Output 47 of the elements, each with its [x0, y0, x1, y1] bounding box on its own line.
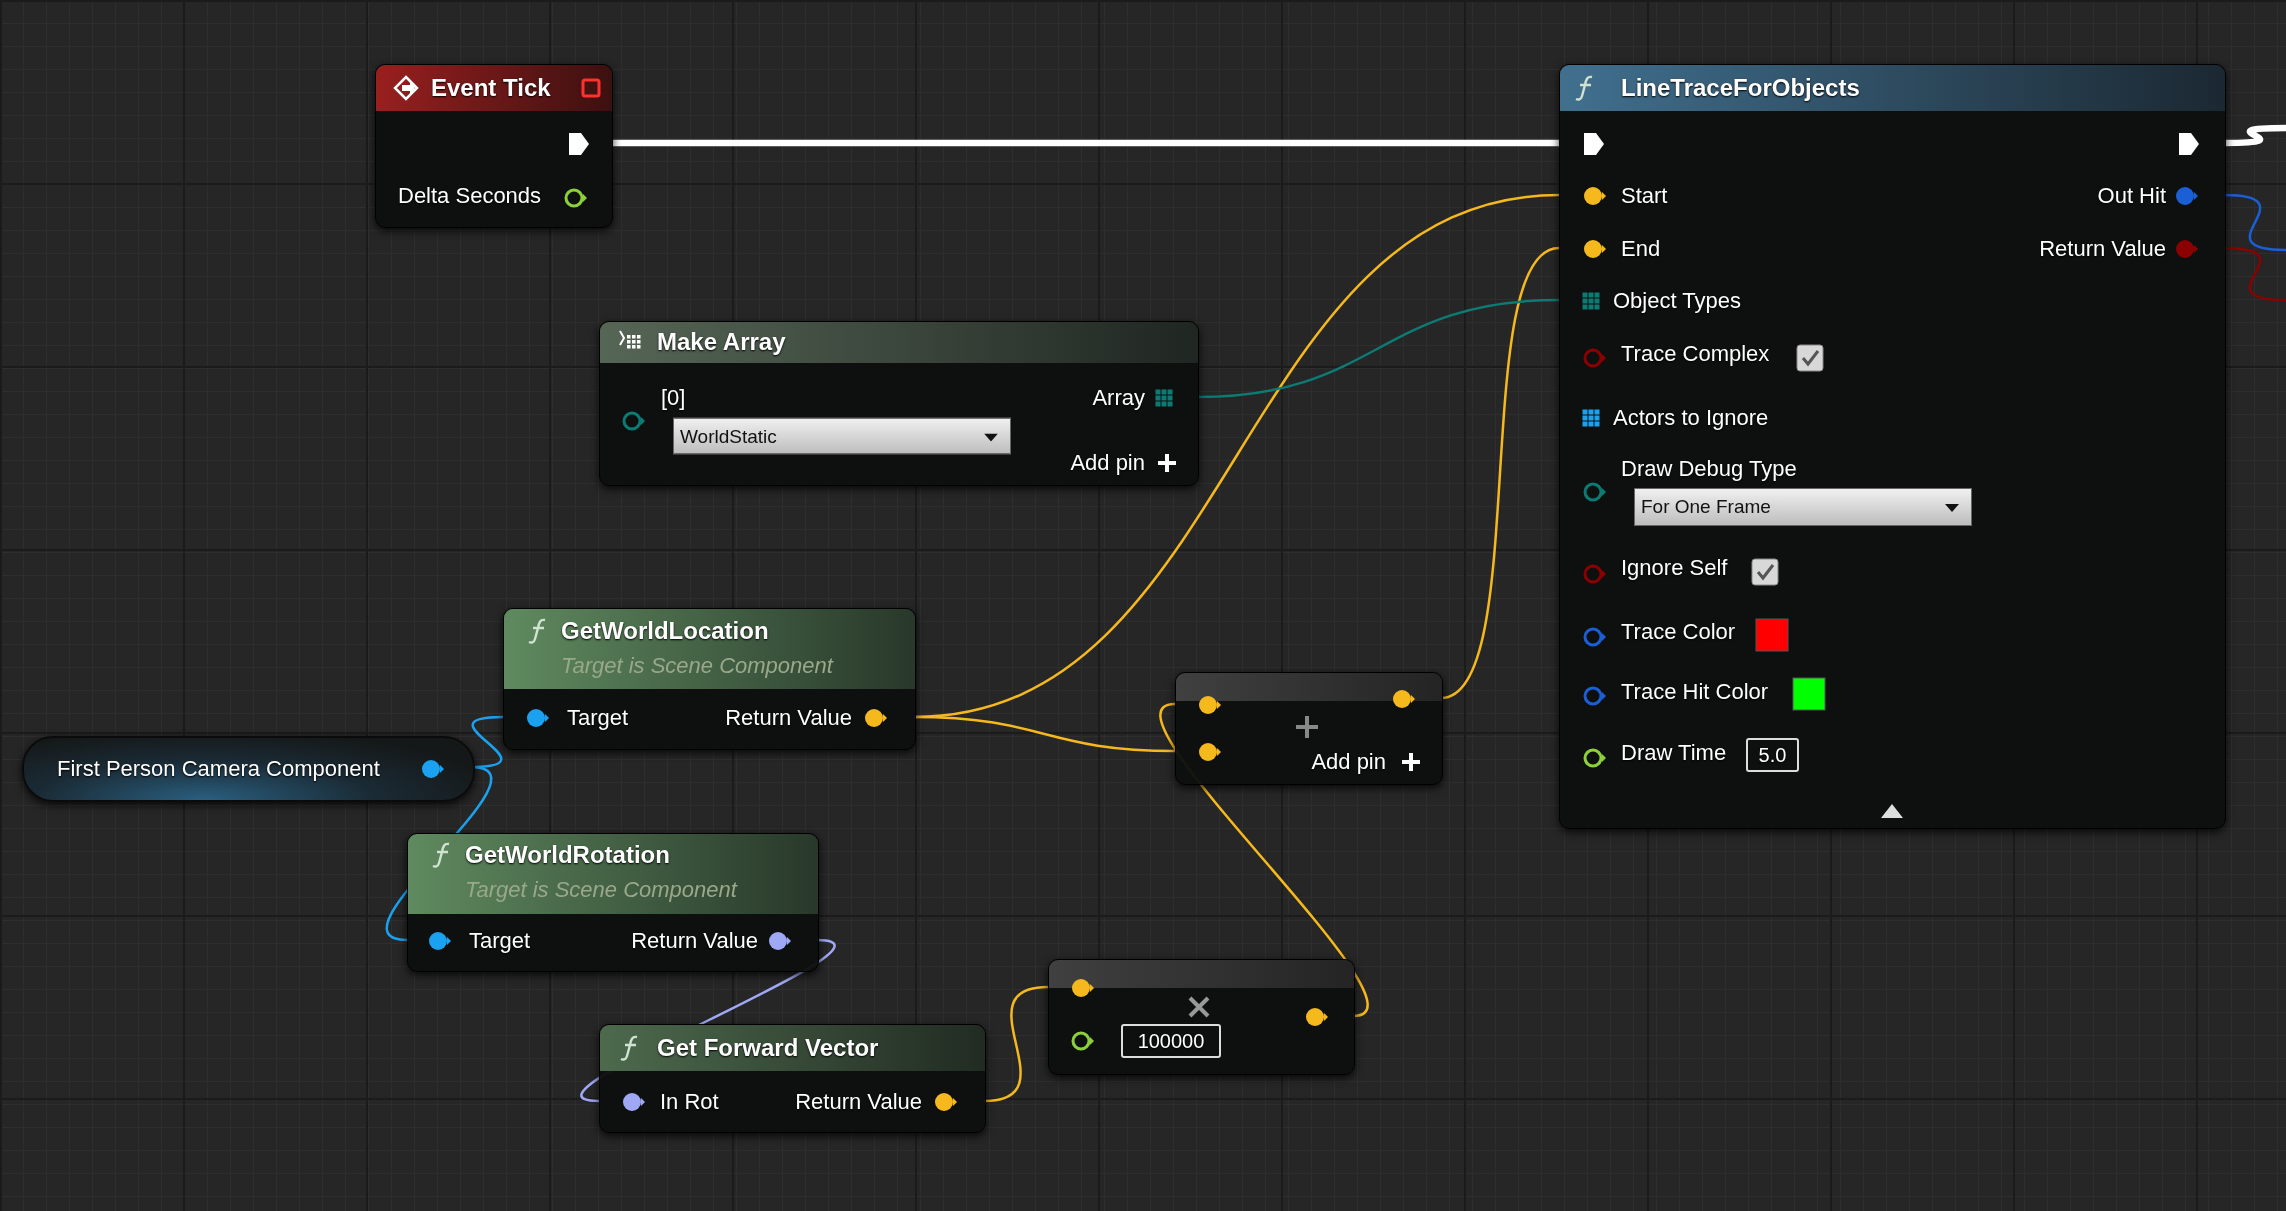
pin-label: [0]	[661, 385, 686, 411]
function-node	[407, 833, 819, 972]
value-field: 100000	[1121, 1024, 1221, 1058]
pin-label: Add pin	[1311, 749, 1386, 775]
pin-label: Trace Color	[1621, 619, 1736, 645]
add-node	[1175, 672, 1443, 785]
variable-node	[22, 736, 475, 802]
node-subtitle: Target is Scene Component	[465, 877, 737, 903]
pin-label: Actors to Ignore	[1613, 405, 1769, 431]
value-field: 5.0	[1746, 738, 1799, 772]
dropdown: WorldStatic	[673, 417, 1011, 455]
pin-label: Add pin	[1070, 450, 1145, 476]
function-node	[1559, 64, 2226, 829]
pin-label: Trace Complex	[1621, 341, 1770, 367]
node-title: Make Array	[657, 329, 786, 355]
function-node	[503, 608, 916, 750]
node-title: GetWorldLocation	[561, 618, 769, 644]
node-title: GetWorldRotation	[465, 842, 670, 868]
pin-label: Delta Seconds	[398, 183, 542, 209]
pin-label: In Rot	[660, 1089, 719, 1115]
pin-label: Target	[469, 928, 531, 954]
pin-label: Ignore Self	[1621, 555, 1728, 581]
make-array-node	[599, 321, 1199, 486]
dropdown: For One Frame	[1634, 488, 1972, 526]
pin-label: Array	[1092, 385, 1145, 411]
function-node	[599, 1024, 986, 1133]
node-subtitle: Target is Scene Component	[561, 653, 833, 679]
multiply-node	[1048, 959, 1355, 1075]
pin-label: End	[1621, 236, 1661, 262]
event-node	[375, 64, 613, 228]
pin-label: Object Types	[1613, 288, 1741, 314]
pin-label: Return Value	[631, 928, 758, 954]
pin-label: First Person Camera Component	[57, 756, 380, 782]
pin-label: Return Value	[2039, 236, 2166, 262]
node-title: Event Tick	[431, 75, 551, 101]
pin-label: Return Value	[725, 705, 852, 731]
pin-label: Start	[1621, 183, 1668, 209]
pin-label: Draw Time	[1621, 740, 1727, 766]
pin-label: Draw Debug Type	[1621, 456, 1797, 482]
pin-label: Target	[567, 705, 629, 731]
node-title: Get Forward Vector	[657, 1035, 879, 1061]
wire	[470, 715, 504, 769]
pin-label: Return Value	[795, 1089, 922, 1115]
wire	[611, 139, 1559, 147]
pin-label: Trace Hit Color	[1621, 679, 1769, 705]
pin-label: Out Hit	[2097, 183, 2166, 209]
node-title: LineTraceForObjects	[1621, 75, 1860, 101]
